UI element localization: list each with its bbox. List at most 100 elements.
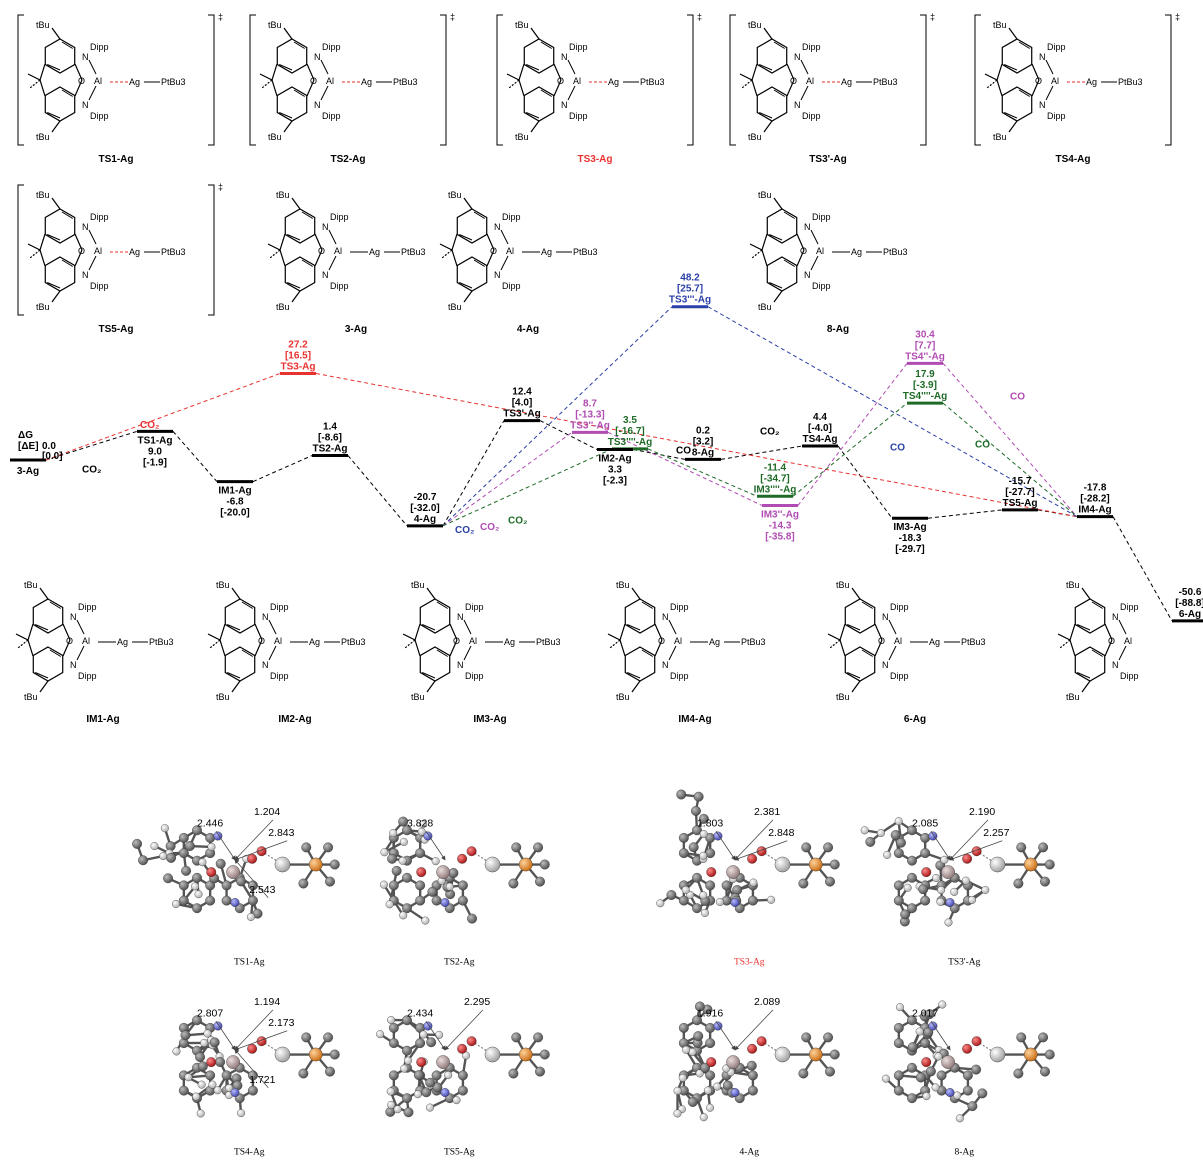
n-al-bond: [800, 59, 809, 75]
tbu-label: tBu: [616, 692, 630, 702]
atom-h: [150, 842, 159, 851]
bracket-right: [920, 14, 927, 146]
de-value: [-28.2]: [1080, 494, 1109, 505]
level-IM2-Ag: IM2-Ag3.3[-2.3]: [597, 448, 633, 487]
atom-h: [225, 1084, 234, 1093]
dg-value: -18.3: [899, 533, 922, 544]
atom-h: [961, 876, 970, 885]
level-3-Ag: 0.0[0.0]3-Ag: [10, 441, 63, 477]
atom-c: [457, 880, 468, 891]
structure-label: 8-Ag: [827, 324, 849, 335]
de-value: [3.2]: [693, 436, 714, 447]
atom-c: [698, 813, 709, 824]
structure-label: TS4-Ag: [1056, 154, 1091, 165]
atom-o: [466, 1036, 477, 1047]
atom-h: [197, 1080, 206, 1089]
co-label: CO: [1010, 392, 1025, 403]
ring-bond: [254, 639, 263, 657]
atom-c: [893, 848, 904, 859]
atom-c: [678, 895, 689, 906]
atom-n: [440, 898, 450, 907]
atom-h: [955, 1114, 964, 1123]
double-bond: [861, 601, 873, 609]
atom-c: [936, 1070, 947, 1081]
de-value: [-4.0]: [808, 423, 832, 434]
al-atom: Al: [806, 76, 814, 86]
aryl-ring-lower: [1074, 646, 1106, 682]
ring-bond: [62, 623, 71, 641]
ring-bond: [414, 639, 421, 657]
atom-o: [206, 867, 217, 878]
atom-ag: [774, 856, 791, 873]
ring-bond: [553, 63, 562, 81]
ptbu3-label: PtBu3: [640, 77, 665, 87]
atom-h: [379, 880, 388, 889]
ag-atom: Ag: [129, 247, 140, 257]
n-al-bond: [1045, 85, 1054, 101]
co2-label: CO₂: [82, 465, 101, 476]
atom-h: [431, 857, 440, 866]
ptbu3-label: PtBu3: [161, 247, 186, 257]
structure-label: IM1-Ag: [86, 714, 119, 725]
atom-c: [829, 1049, 840, 1060]
atom-h: [159, 852, 168, 861]
distance-arrow: [444, 1009, 484, 1051]
tbu-bond: [1081, 587, 1091, 600]
ptbu3-label: PtBu3: [573, 247, 598, 257]
double-bond: [473, 259, 485, 267]
connector: [632, 449, 686, 460]
atom-h: [387, 1100, 396, 1109]
atom-h: [876, 829, 885, 837]
atom-c: [829, 859, 840, 870]
atom-c: [907, 872, 917, 883]
level-name: IM2-Ag: [598, 454, 631, 465]
n-al-bond: [888, 619, 897, 635]
methyl-bond: [404, 639, 416, 649]
dipp-label: Dipp: [270, 602, 289, 612]
double-bond: [473, 211, 485, 219]
tbu-bond: [463, 197, 473, 210]
ring-bond: [553, 79, 562, 97]
ptbu3-label: PtBu3: [149, 637, 174, 647]
tbu-bond: [530, 120, 540, 133]
dg-value: 3.3: [608, 465, 622, 476]
al-atom: Al: [274, 636, 282, 646]
dagger-symbol: ‡: [218, 182, 223, 192]
atom-h: [203, 1029, 212, 1038]
atom-c: [865, 836, 876, 847]
tbu-label: tBu: [1066, 580, 1080, 590]
connector: [942, 402, 1078, 517]
aryl-ring-upper: [419, 598, 451, 634]
ag-atom: Ag: [541, 247, 552, 257]
n-al-bond: [500, 255, 509, 271]
methyl-bond: [261, 79, 273, 89]
ring-bond: [279, 249, 286, 267]
double-bond: [459, 282, 473, 289]
atom-h: [398, 856, 407, 865]
methyl-bond: [741, 79, 753, 89]
ring-bond: [1069, 639, 1076, 657]
atom-p: [308, 1047, 323, 1062]
atom-h: [452, 1096, 461, 1105]
atom-n: [945, 898, 955, 907]
aryl-ring-upper: [276, 38, 308, 74]
n-al-bond: [76, 645, 85, 661]
atom-n: [230, 1088, 240, 1097]
double-bond: [61, 259, 73, 267]
dipp-label: Dipp: [1047, 111, 1066, 121]
atom-h: [389, 829, 398, 838]
tbu-label: tBu: [216, 692, 230, 702]
ag-atom: Ag: [504, 637, 515, 647]
atom-c: [907, 1062, 917, 1073]
atom-c: [907, 855, 917, 866]
atom-h: [418, 820, 427, 829]
distance-value: 2.843: [268, 828, 294, 839]
dg-value: 17.9: [915, 369, 935, 380]
atom-c: [508, 878, 519, 889]
